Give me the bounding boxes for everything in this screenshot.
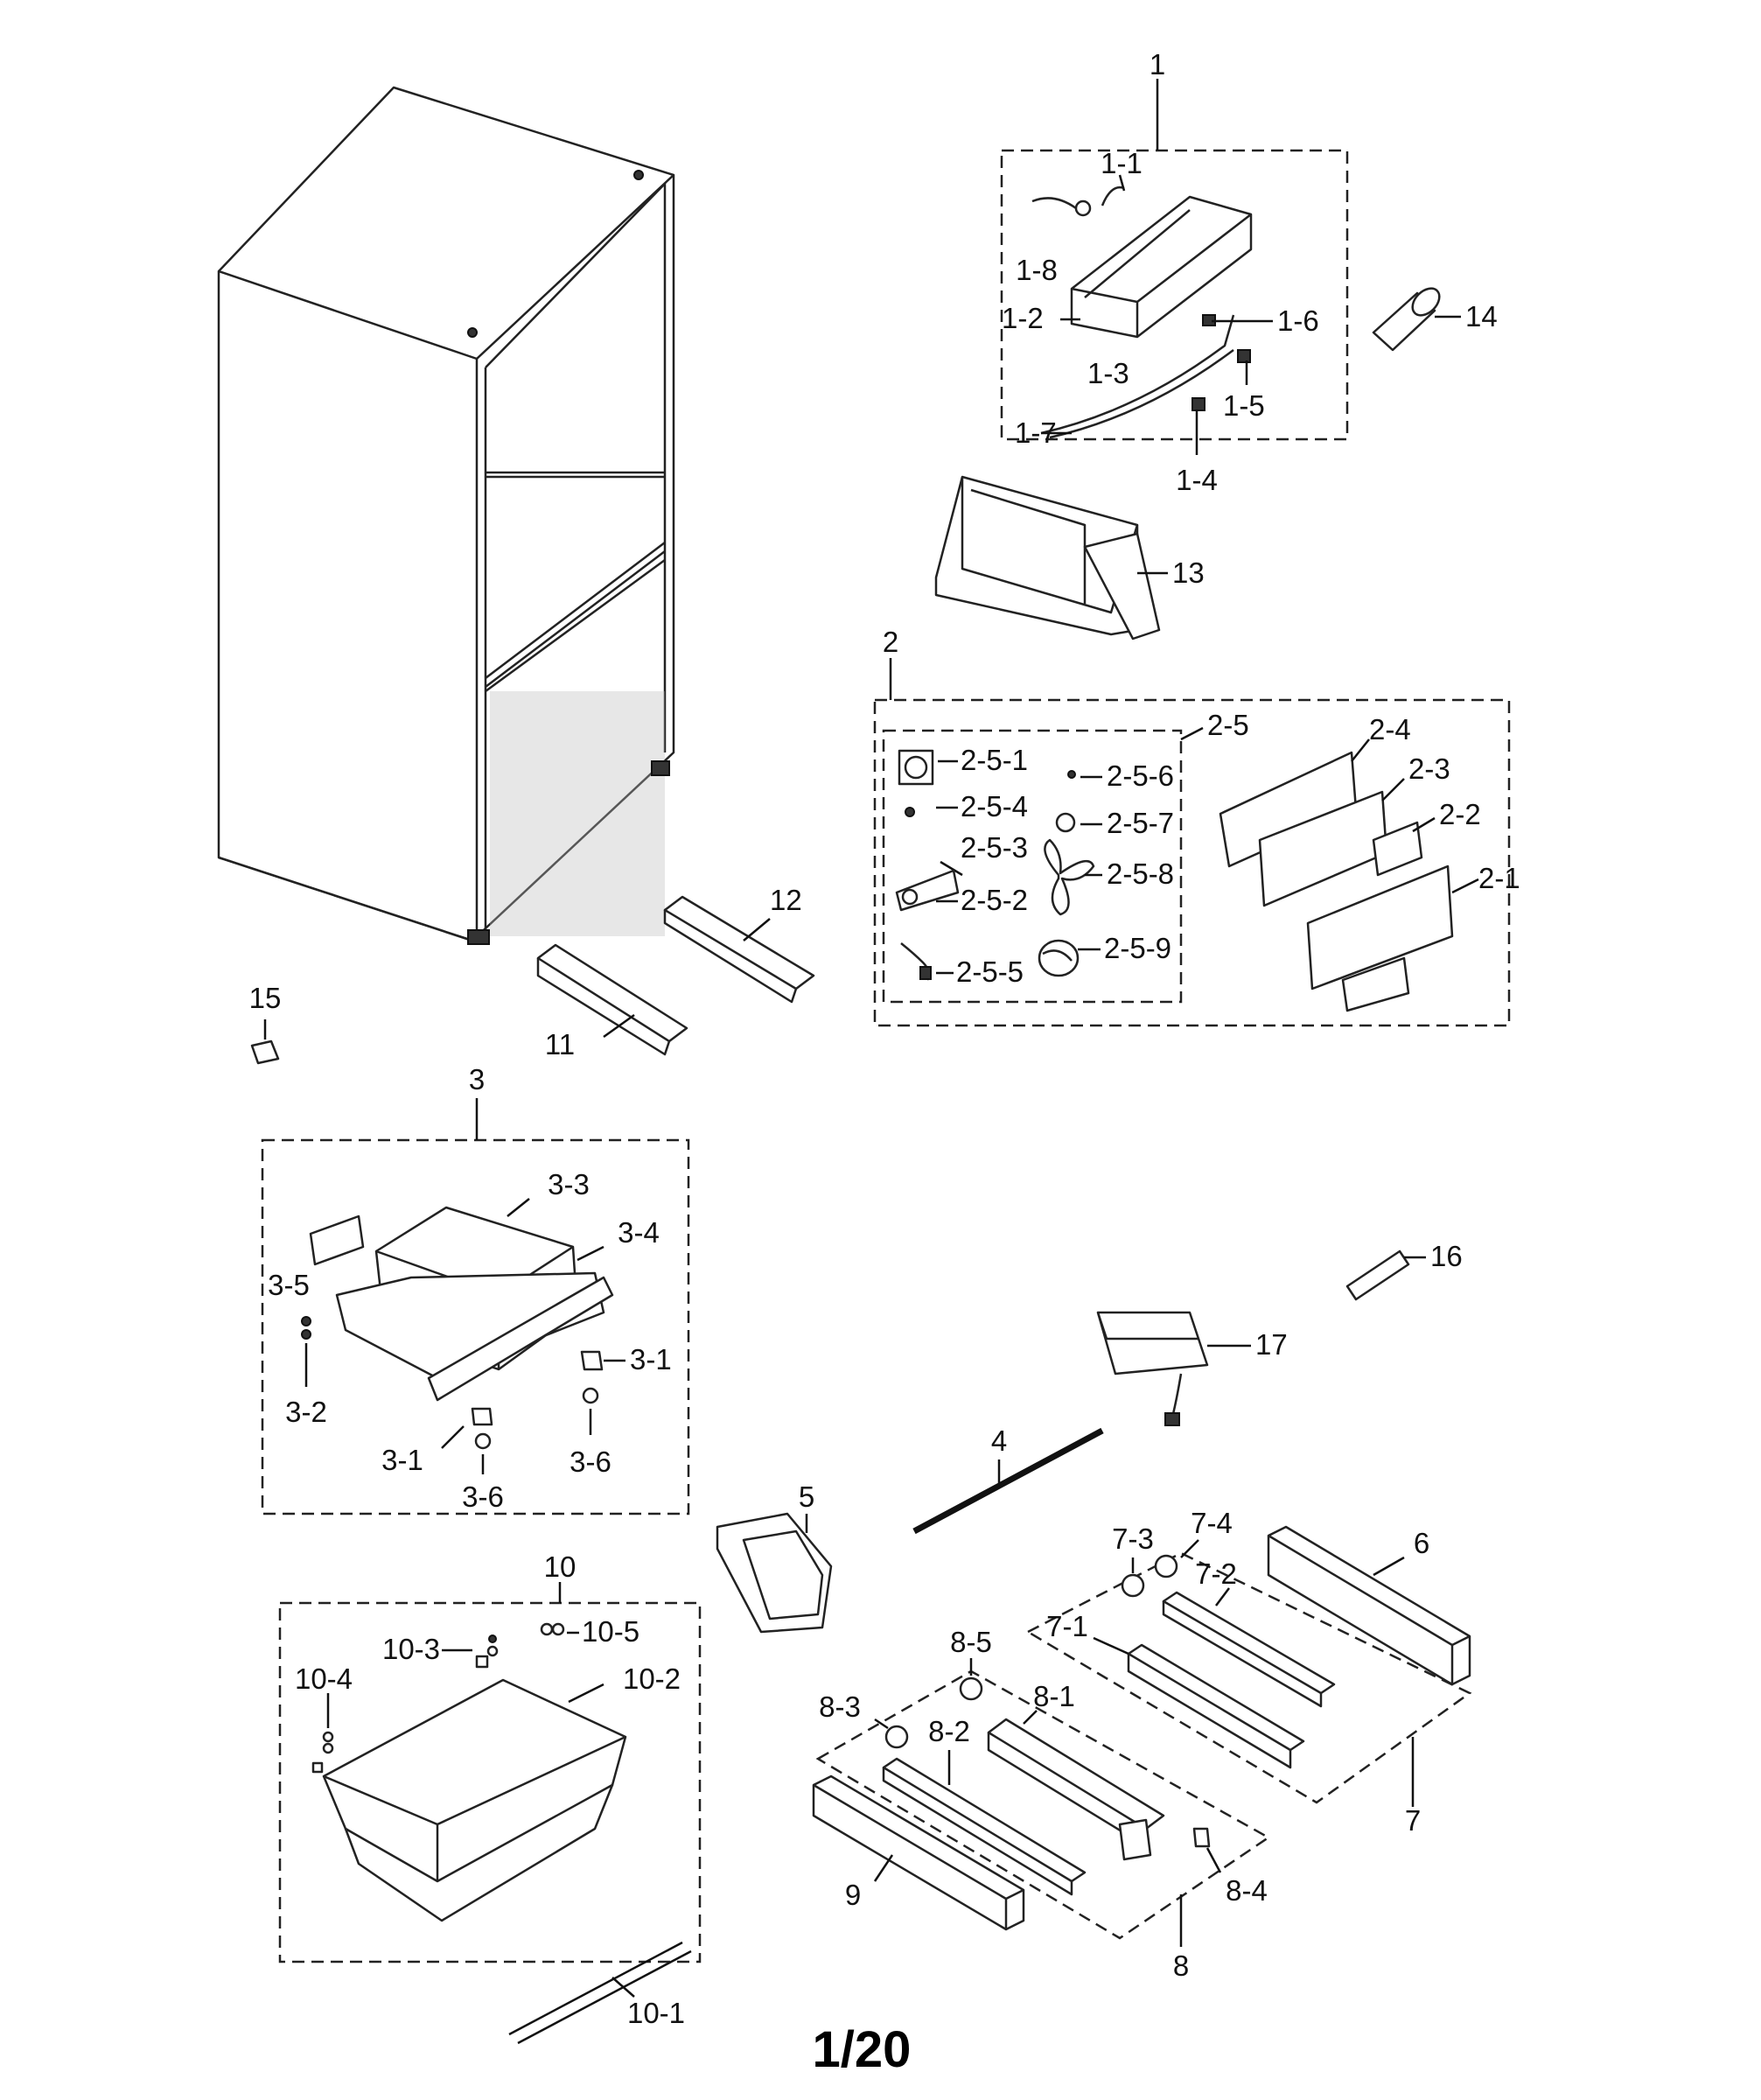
callout-9: 9 (845, 1879, 861, 1911)
callout-10-4: 10-4 (295, 1662, 353, 1695)
callout-10: 10 (544, 1550, 577, 1583)
callout-3-3: 3-3 (548, 1168, 590, 1200)
callout-2-5-9: 2-5-9 (1104, 932, 1171, 964)
callout-2-5: 2-5 (1207, 709, 1249, 741)
callout-1-2: 1-2 (1002, 302, 1044, 334)
callout-8-5: 8-5 (950, 1626, 992, 1658)
callout-3: 3 (469, 1063, 485, 1096)
callout-3-5: 3-5 (268, 1269, 310, 1301)
callout-7-4: 7-4 (1191, 1507, 1233, 1539)
callout-8-4: 8-4 (1226, 1874, 1268, 1907)
callout-5: 5 (799, 1480, 814, 1513)
callout-2-5-6: 2-5-6 (1107, 760, 1174, 792)
callout-10-5: 10-5 (582, 1615, 639, 1648)
part-15: 15 (249, 982, 282, 1065)
callout-3-1-left: 3-1 (381, 1444, 423, 1476)
group-2: 2 2-5 2-5-1 2-5-4 2-5-3 2-5-2 2-5-5 2-5-… (873, 626, 1520, 1027)
callout-3-1-right: 3-1 (630, 1343, 672, 1376)
callout-7: 7 (1405, 1804, 1421, 1837)
group-7: 7 7-3 7-4 7-2 7-1 (1025, 1507, 1472, 1837)
cabinet-drawing (217, 86, 675, 945)
callout-2-3: 2-3 (1408, 752, 1450, 785)
part-17: 17 (1096, 1311, 1288, 1426)
callout-12: 12 (770, 884, 802, 916)
callout-8-3: 8-3 (819, 1690, 861, 1723)
part-6: 6 (1267, 1525, 1471, 1686)
part-4: 4 (912, 1424, 1104, 1535)
callout-16: 16 (1430, 1240, 1463, 1272)
callout-6: 6 (1414, 1527, 1429, 1559)
callout-7-1: 7-1 (1046, 1610, 1088, 1642)
page-number: 1/20 (813, 2021, 912, 2078)
part-16: 16 (1345, 1240, 1463, 1301)
part-9: 9 (812, 1774, 1025, 1931)
callout-8: 8 (1173, 1950, 1189, 1982)
part-5: 5 (716, 1480, 833, 1634)
group-10: 10 10-1 10-2 10-3 10-5 10-4 (278, 1550, 702, 2045)
callout-1-7: 1-7 (1015, 416, 1057, 449)
callout-2-5-4: 2-5-4 (961, 790, 1028, 822)
callout-2-2: 2-2 (1439, 798, 1481, 830)
callout-14: 14 (1465, 300, 1498, 332)
callout-2-5-5: 2-5-5 (956, 956, 1024, 988)
callout-7-3: 7-3 (1112, 1522, 1154, 1555)
callout-4: 4 (991, 1424, 1007, 1457)
callout-1-8: 1-8 (1016, 254, 1058, 286)
callout-1-6: 1-6 (1277, 304, 1319, 337)
callout-3-4: 3-4 (618, 1216, 660, 1249)
callout-13: 13 (1172, 556, 1205, 589)
callout-17: 17 (1255, 1328, 1288, 1361)
callout-8-1: 8-1 (1033, 1680, 1075, 1712)
callout-2-5-7: 2-5-7 (1107, 807, 1174, 839)
callout-3-6-right: 3-6 (570, 1446, 611, 1478)
callout-3-6-left: 3-6 (462, 1480, 504, 1513)
callout-2-5-1: 2-5-1 (961, 744, 1028, 776)
callout-8-2: 8-2 (928, 1715, 970, 1747)
callout-2-5-2: 2-5-2 (961, 884, 1028, 916)
callout-10-3: 10-3 (382, 1633, 440, 1665)
callout-1-5: 1-5 (1223, 389, 1265, 422)
callout-1-1: 1-1 (1101, 147, 1143, 179)
callout-11: 11 (545, 1028, 575, 1060)
callout-2-1: 2-1 (1478, 862, 1520, 894)
group-3: 3 3-5 3-2 3-3 3-4 3-1 3-6 3-1 3-6 (261, 1063, 690, 1516)
callout-3-2: 3-2 (285, 1396, 327, 1428)
part-13: 13 (934, 475, 1205, 640)
callout-1: 1 (1150, 48, 1165, 80)
group-1: 1 1-1 1-8 1-2 1-3 1-6 1-5 1-7 1-4 (1000, 48, 1349, 496)
callout-1-4: 1-4 (1176, 464, 1218, 496)
callout-7-2: 7-2 (1195, 1558, 1237, 1590)
group-8: 8 8-5 8-1 8-3 8-2 8-4 (815, 1626, 1271, 1982)
callout-10-1: 10-1 (627, 1997, 685, 2029)
callout-10-2: 10-2 (623, 1662, 681, 1695)
callout-15: 15 (249, 982, 282, 1014)
callout-2: 2 (883, 626, 898, 658)
callout-2-5-8: 2-5-8 (1107, 858, 1174, 890)
part-14: 14 (1372, 287, 1498, 352)
callout-1-3: 1-3 (1087, 357, 1129, 389)
part-11: 11 (536, 943, 688, 1060)
callout-2-5-3: 2-5-3 (961, 831, 1028, 864)
callout-2-4: 2-4 (1369, 713, 1411, 746)
part-12: 12 (663, 884, 815, 1004)
